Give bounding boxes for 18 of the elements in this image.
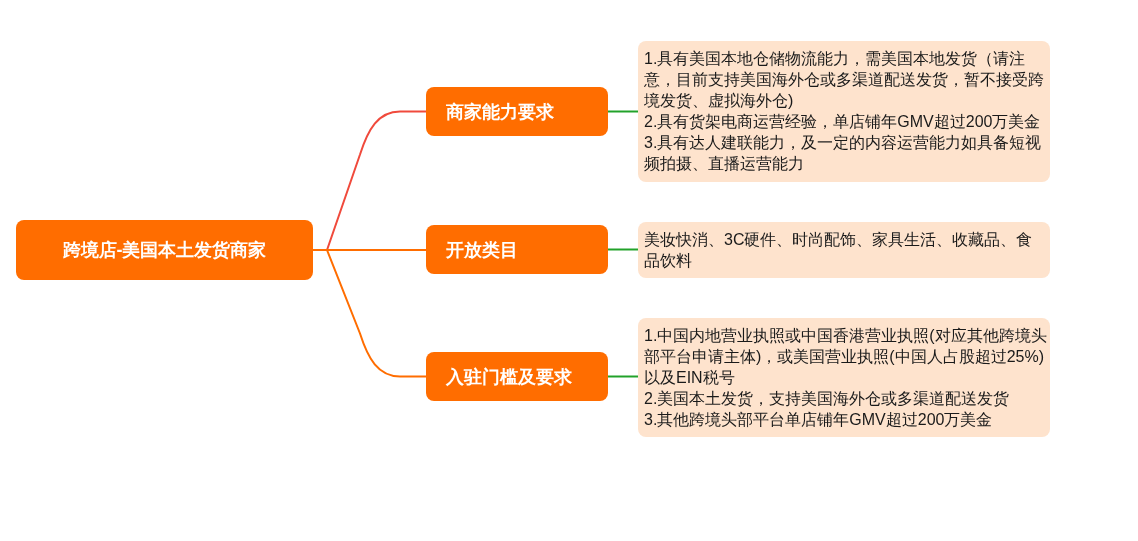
topic-box: 入驻门槛及要求: [426, 352, 608, 401]
topic-box: 商家能力要求: [426, 87, 608, 136]
detail-text: 1.中国内地营业执照或中国香港营业执照(对应其他跨境头部平台申请主体)，或美国营业执照(中国人占股超过25%)以及EIN税号: [644, 326, 1048, 388]
detail-text: 美妆快消、3C硬件、时尚配饰、家具生活、收藏品、食品饮料: [644, 230, 1034, 271]
root-topic-box: 跨境店-美国本土发货商家: [16, 220, 313, 280]
connector-line: [607, 110, 639, 113]
detail-text: 2.美国本土发货，支持美国海外仓或多渠道配送发货: [644, 389, 1011, 409]
connector-line: [607, 248, 639, 251]
detail-text: 3.具有达人建联能力，及一定的内容运营能力如具备短视频拍摄、直播运营能力: [644, 133, 1043, 174]
detail-text: 1.具有美国本地仓储物流能力，需美国本地发货（请注意，目前支持美国海外仓或多渠道配送发货，暂不接受跨境发货、虚拟海外仓): [644, 49, 1045, 111]
topic-box: 开放类目: [426, 225, 608, 274]
connector-line: [312, 249, 427, 378]
detail-text: 2.具有货架电商运营经验，单店铺年GMV超过200万美金: [644, 112, 1042, 132]
connector-line: [607, 375, 639, 378]
detail-text: 3.其他跨境头部平台单店铺年GMV超过200万美金: [644, 410, 994, 430]
detail-box: [638, 222, 1050, 278]
detail-box: [638, 318, 1050, 437]
detail-box: [638, 41, 1050, 182]
